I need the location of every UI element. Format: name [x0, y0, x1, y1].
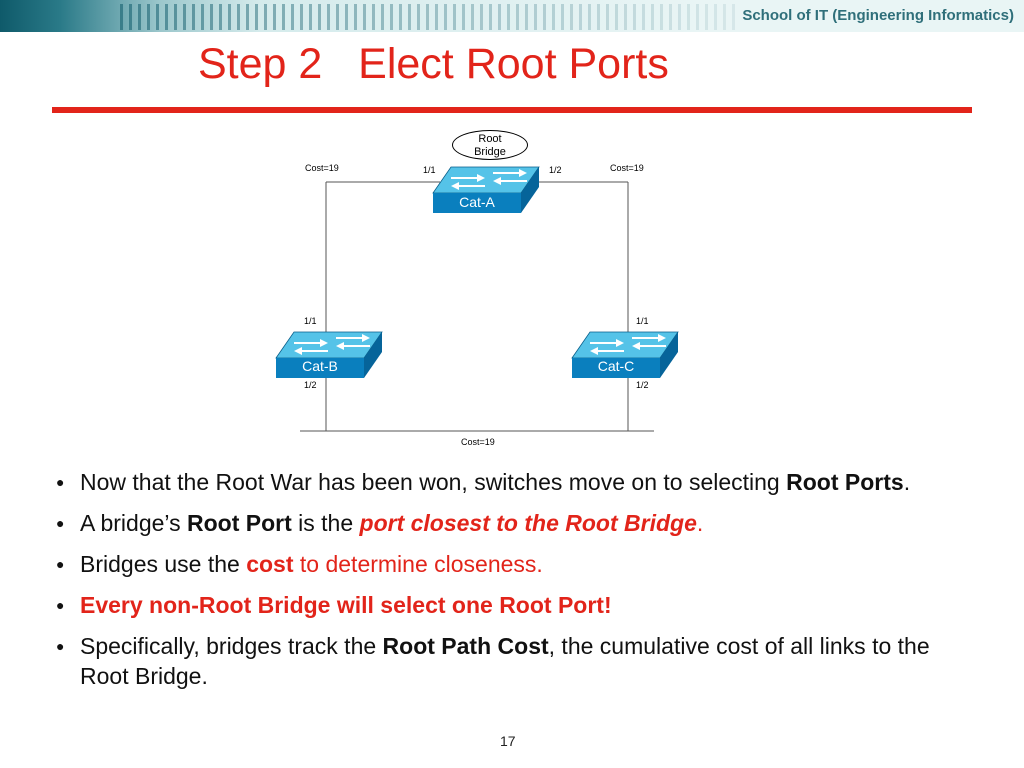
bullet-dot-icon: ●: [56, 597, 65, 613]
bullet-list: ● Now that the Root War has been won, sw…: [54, 467, 974, 702]
bullet-item: ● Bridges use the cost to determine clos…: [54, 549, 974, 579]
switch-cat-b-icon: [275, 331, 383, 378]
bullet-text: is the: [291, 510, 360, 536]
cat-c-port-1-2: 1/2: [636, 380, 649, 390]
cat-b-port-1-1: 1/1: [304, 316, 317, 326]
cat-b-port-1-2: 1/2: [304, 380, 317, 390]
switch-cat-c-icon: [571, 331, 679, 378]
cost-label-top-right: Cost=19: [610, 163, 644, 173]
bullet-bold: Root Port: [186, 510, 292, 536]
bullet-text: Now that the Root War has been won, swit…: [80, 469, 787, 495]
cat-a-port-1-1: 1/1: [423, 165, 436, 175]
bullet-red-bold: Every non-Root Bridge will select one Ro…: [80, 592, 612, 618]
page-number: 17: [500, 733, 516, 749]
slide-title: Step 2 Elect Root Ports: [198, 40, 669, 88]
cat-c-port-1-1: 1/1: [636, 316, 649, 326]
cat-a-label: Cat-A: [459, 194, 495, 210]
bullet-dot-icon: ●: [56, 556, 65, 572]
bullet-red-text: to determine closeness.: [293, 551, 543, 577]
bullet-text: .: [903, 469, 911, 495]
bullet-dot-icon: ●: [56, 474, 65, 490]
header-band: School of IT (Engineering Informatics): [0, 0, 1024, 32]
bullet-text: Bridges use the: [80, 551, 247, 577]
cat-b-label: Cat-B: [302, 358, 338, 374]
bullet-bold: Root Path Cost: [382, 633, 549, 659]
bullet-bold: Root Ports: [786, 469, 904, 495]
bullet-item: ● A bridge’s Root Port is the port close…: [54, 508, 974, 538]
bullet-dot-icon: ●: [56, 515, 65, 531]
header-barcode-decoration: [120, 4, 740, 30]
bullet-text: Specifically, bridges track the: [80, 633, 383, 659]
bullet-item: ● Now that the Root War has been won, sw…: [54, 467, 974, 497]
bullet-item: ● Every non-Root Bridge will select one …: [54, 590, 974, 620]
bullet-text: , the cumulative cost of all links to th…: [80, 633, 930, 689]
root-bubble-line2: Bridge: [474, 146, 506, 158]
bullet-text: .: [696, 510, 704, 536]
bullet-red-bold: cost: [246, 551, 294, 577]
bullet-item: ● Specifically, bridges track the Root P…: [54, 631, 974, 691]
root-bridge-callout: Root Bridge: [452, 130, 528, 160]
bullet-red-emphasis: port closest to the Root Bridge: [359, 510, 697, 536]
root-bubble-line1: Root: [478, 133, 502, 145]
cost-label-top-left: Cost=19: [305, 163, 339, 173]
cat-c-label: Cat-C: [597, 358, 635, 374]
title-divider: [52, 107, 972, 113]
switch-cat-a-icon: [432, 166, 540, 213]
bullet-text: A bridge’s: [80, 510, 187, 536]
cost-label-bottom: Cost=19: [461, 437, 495, 447]
bullet-dot-icon: ●: [56, 638, 65, 654]
cat-a-port-1-2: 1/2: [549, 165, 562, 175]
school-label: School of IT (Engineering Informatics): [742, 7, 1014, 24]
